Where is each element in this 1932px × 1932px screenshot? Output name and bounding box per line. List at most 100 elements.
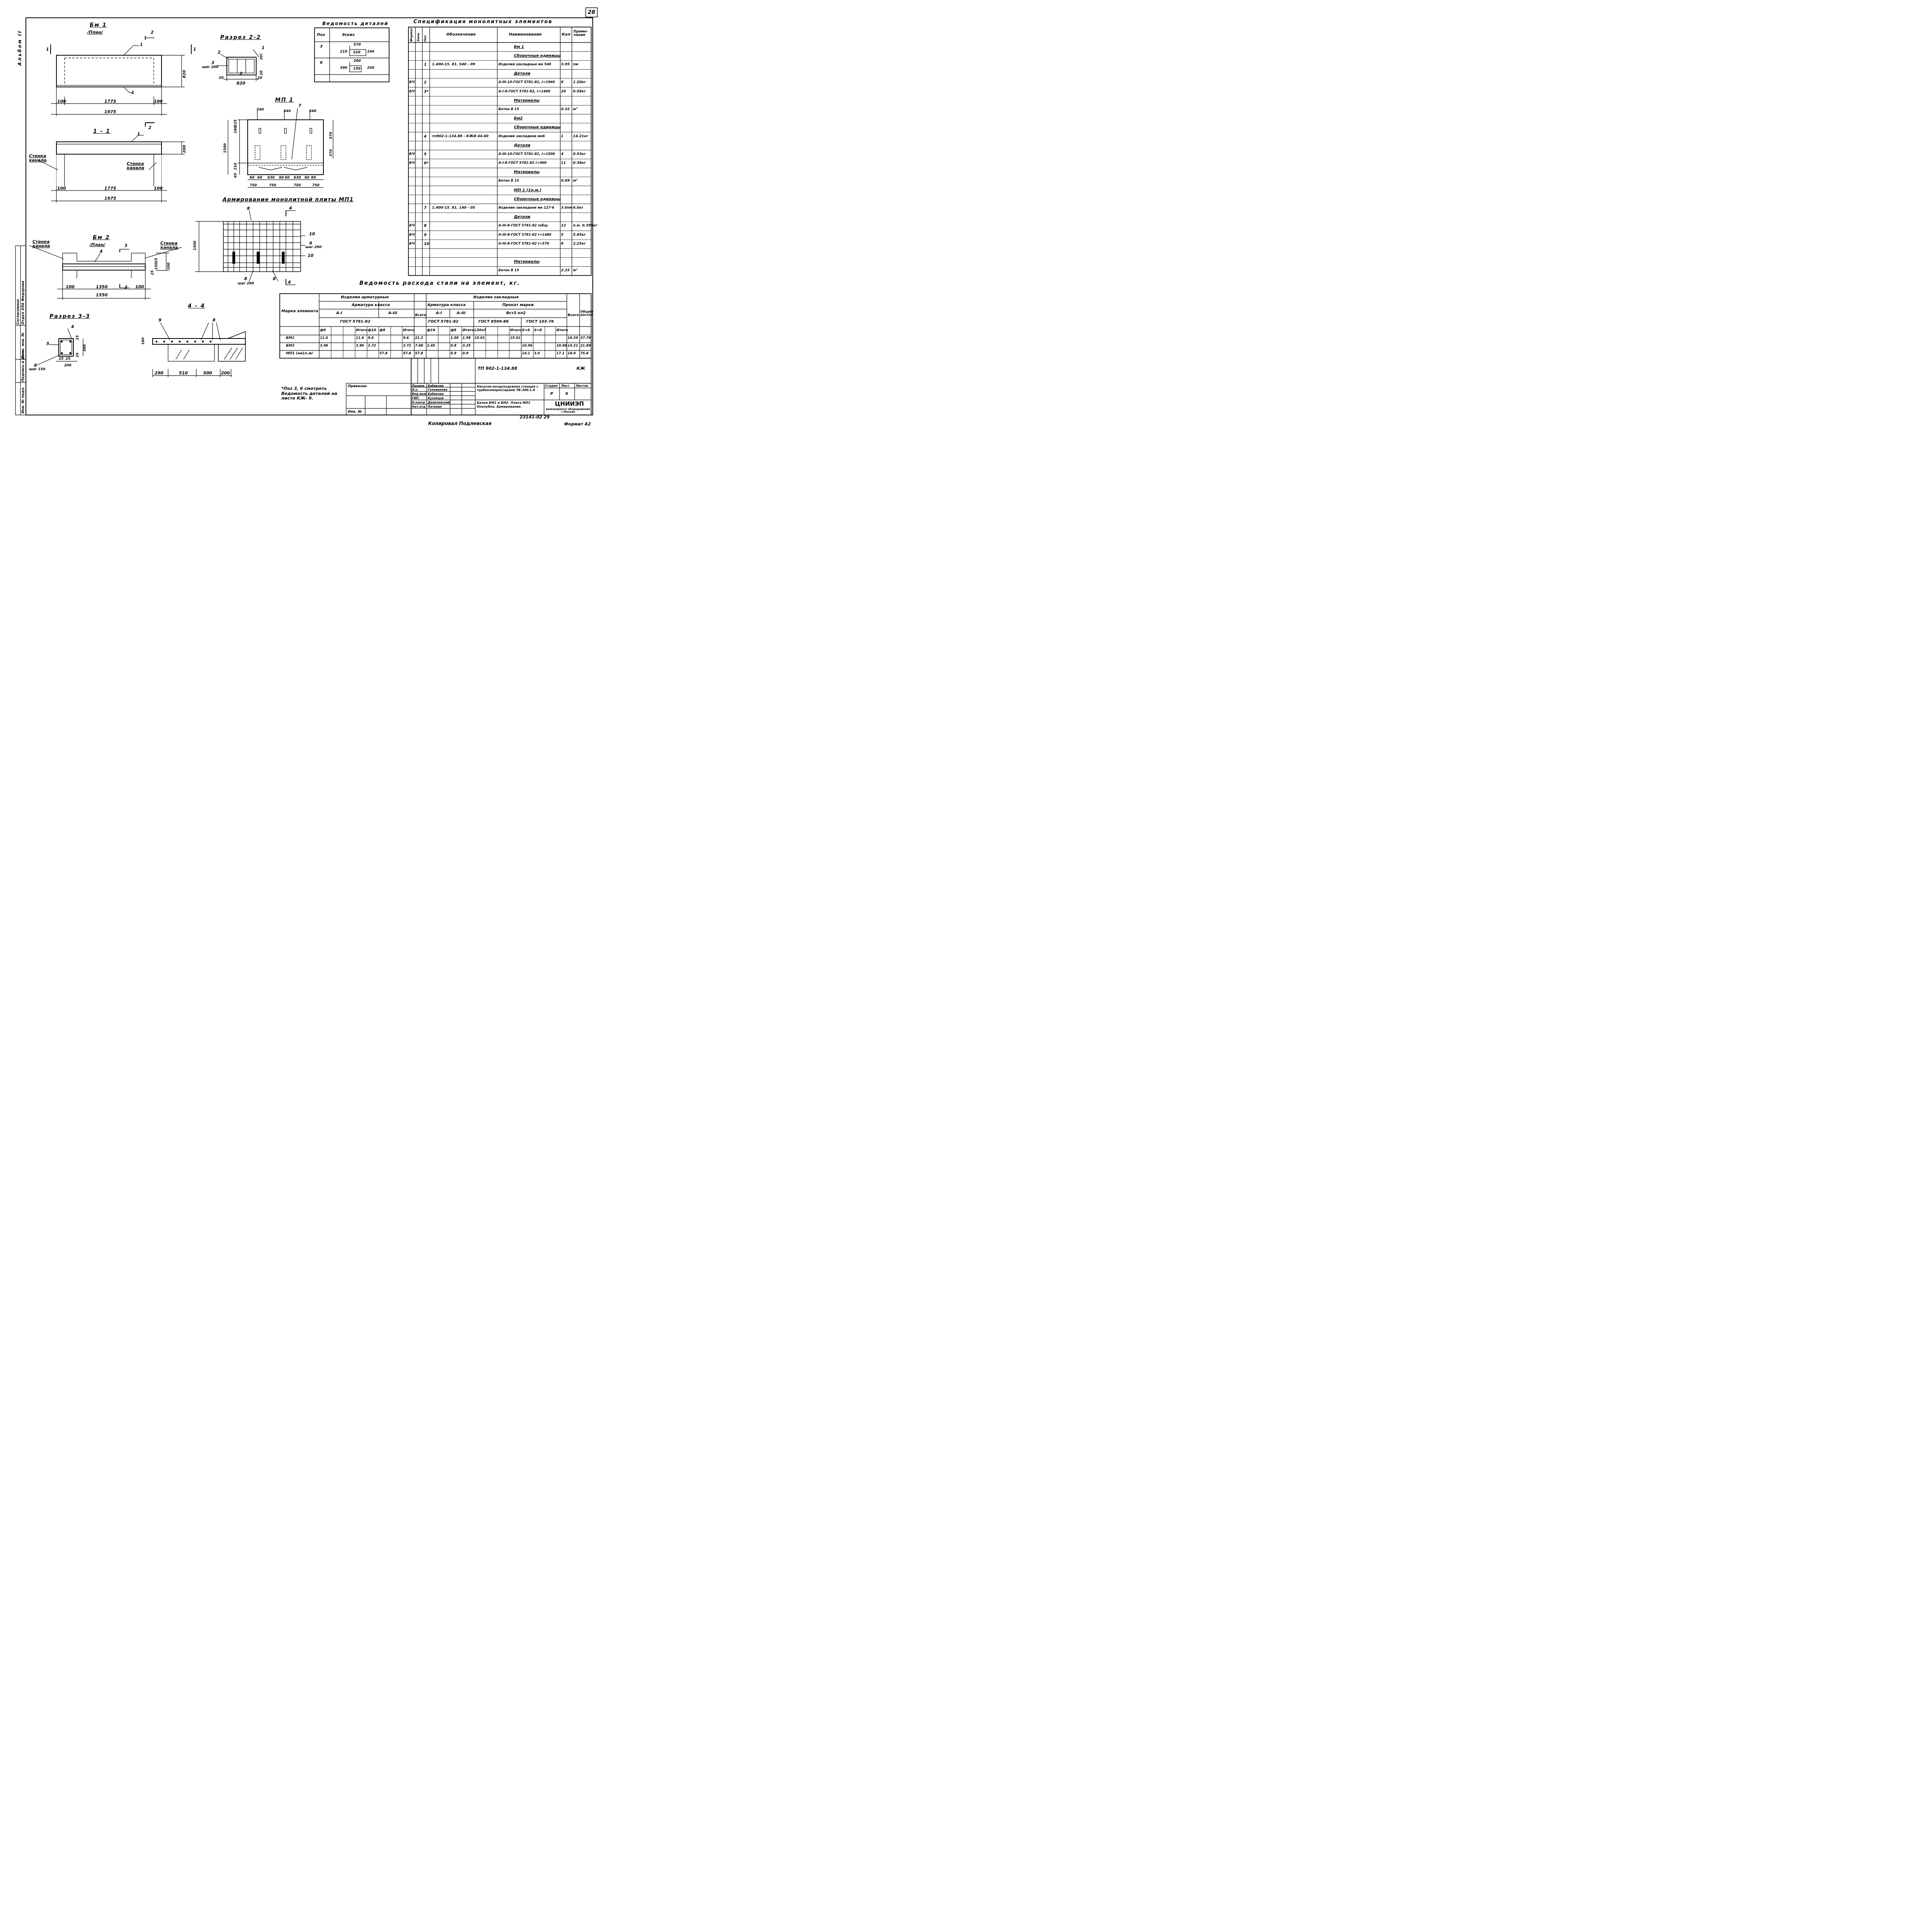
spec-row-name: Сборочные единицы bbox=[514, 125, 561, 130]
steel-row-value: 18.0 bbox=[568, 352, 576, 355]
sec44-d4: 200 bbox=[221, 371, 230, 376]
details-header-pos: Поз bbox=[317, 33, 325, 37]
spec-row-qty: 12 bbox=[561, 224, 566, 228]
spec-row-pos: 7 bbox=[424, 206, 427, 211]
bm2-pos4: 4 bbox=[100, 249, 103, 254]
bm1-dim-right: 100 bbox=[154, 99, 163, 104]
bm2-h3: 25 bbox=[151, 270, 155, 275]
sec22-d2: 20 bbox=[257, 76, 262, 80]
sec22-pos1: 1 bbox=[262, 45, 265, 50]
spec-header-note: Приме-чание bbox=[573, 30, 588, 37]
mp1-b2: 60 bbox=[257, 176, 262, 180]
stamp-role: ГИП bbox=[412, 396, 419, 400]
arm-pos8-bottom: 8 bbox=[244, 276, 247, 281]
spec-row-note: м³ bbox=[573, 269, 578, 273]
steel-row-value: 15.01 bbox=[510, 336, 520, 340]
spec-row-qty: 4 bbox=[561, 152, 564, 156]
spec-row-note: 0.58кг bbox=[573, 89, 586, 94]
spec-row-name: А-III-10-ГОСТ 5781-82, ℓ=1500 bbox=[498, 152, 555, 156]
stamp-name: Кузнецов bbox=[428, 396, 444, 400]
stamp-role: Н.контр bbox=[412, 401, 425, 404]
sec33-w: 200 bbox=[64, 364, 71, 367]
spec-row-note: пм bbox=[573, 62, 578, 66]
sec44-h: 180 bbox=[141, 337, 145, 345]
sec33-h: 300 bbox=[83, 344, 87, 352]
spec-row-qty: 0.32 bbox=[561, 107, 570, 111]
steel-row-mark: МП1 (на1п.м) bbox=[286, 352, 313, 355]
bm2-plan bbox=[29, 245, 182, 300]
spec-row-name: Изделие закладное мн6 bbox=[498, 134, 545, 138]
bm2-dim-total: 1550 bbox=[96, 293, 108, 298]
mp1-b7: 60 bbox=[304, 176, 310, 180]
mp1-b6: 630 bbox=[294, 176, 301, 180]
stamp-object: Насосно-воздуходувная станция с турбоком… bbox=[477, 385, 539, 392]
sec11-pos1: 1 bbox=[137, 131, 140, 136]
steel-row-value: 14.1 bbox=[522, 352, 530, 355]
spec-row-pos: 4 bbox=[424, 134, 427, 139]
spec-row-format: БЧ bbox=[409, 242, 415, 246]
sec44-d1: 290 bbox=[155, 371, 163, 376]
steel-row-value: 9.6 bbox=[403, 336, 409, 340]
section-4-4 bbox=[152, 322, 246, 377]
mp1-side-4: 370 bbox=[329, 149, 333, 156]
mp1-top-dim-1: 540 bbox=[257, 108, 264, 112]
arm-pos8-right: 8 bbox=[273, 276, 276, 281]
bm2-wall-right: Стенка канала bbox=[160, 241, 178, 250]
sec33-pos5: 5 bbox=[46, 341, 49, 346]
arm-step9: шаг 200 bbox=[305, 245, 322, 249]
steel-table-grid bbox=[279, 293, 592, 359]
steel-sub-header: S=8 bbox=[534, 328, 542, 332]
bm2-subtitle: /План/ bbox=[90, 242, 105, 247]
mp1-title: МП 1 bbox=[275, 97, 294, 103]
spec-row-pos: 9 bbox=[424, 233, 427, 237]
bm1-plan bbox=[50, 36, 192, 127]
reinforcement-drawing bbox=[195, 210, 305, 285]
spec-row-name: А-I-8-ГОСТ 5781-82, ℓ=1460 bbox=[498, 89, 550, 94]
bm2-dim-mid: 1350 bbox=[96, 284, 108, 289]
mp1-c3: 750 bbox=[294, 184, 301, 187]
spec-row-code: 1.400-15. 81. 140 - 05 bbox=[432, 206, 475, 210]
sheet-frame bbox=[26, 17, 593, 415]
page-number: 28 bbox=[588, 9, 595, 15]
details-row-dim-d: 250 bbox=[367, 66, 374, 70]
drawing-canvas bbox=[15, 7, 598, 415]
spec-title: Спецификация монолитных элементов bbox=[413, 19, 553, 25]
sec11-dim-right: 100 bbox=[154, 186, 163, 191]
mp1-pos7: 7 bbox=[298, 103, 301, 108]
stamp-binding: Привязан bbox=[348, 384, 367, 388]
stamp-role: Вед.инж bbox=[412, 392, 427, 396]
stamp-name: Данилевский bbox=[428, 401, 450, 404]
sec22-pos2b: 2 bbox=[240, 71, 243, 76]
spec-row-note: 0.36кг bbox=[573, 161, 586, 165]
stamp-org-sub: инженерного оборудования г.Москва bbox=[546, 408, 590, 413]
steel-row-value: 21.2 bbox=[415, 336, 423, 340]
spec-table-grid bbox=[408, 27, 592, 276]
mp1-b3: 630 bbox=[267, 176, 275, 180]
sec44-pos9: 9 bbox=[158, 318, 162, 323]
spec-row-qty: 0.09 bbox=[561, 179, 570, 183]
mp1-side-1: 180 bbox=[234, 126, 238, 133]
details-row-pos: 6 bbox=[320, 61, 323, 65]
mp1-c2: 750 bbox=[269, 184, 276, 187]
album-label: Альбом II bbox=[17, 30, 22, 66]
sec11-dim-height: 200 bbox=[182, 145, 187, 153]
steel-h-emb-a1: А-I bbox=[436, 311, 442, 315]
section-3-3 bbox=[36, 328, 83, 366]
mp1-height: 1500 bbox=[223, 143, 227, 153]
spec-row-note: 14.21кг bbox=[573, 134, 588, 138]
drawing-sheet: 28 Альбом II Согласовано Отдел ЭЛА Федор… bbox=[0, 0, 606, 435]
sec22-d3: 20 bbox=[260, 55, 264, 60]
steel-sub-header: Итого bbox=[403, 328, 415, 332]
title-block-grid bbox=[346, 358, 592, 415]
spec-row-format: БЧ bbox=[409, 152, 415, 156]
details-row-dim-c: 150 bbox=[353, 67, 361, 71]
spec-row-name: Материалы bbox=[514, 170, 540, 175]
steel-row-value: 15.01 bbox=[474, 336, 485, 340]
steel-h-emb: Изделия закладные bbox=[473, 295, 519, 299]
steel-h-gost2: ГОСТ 5781-82 bbox=[428, 320, 459, 324]
left-strip-otdel: Отдел ЭЛА Федорова bbox=[21, 281, 25, 325]
sec22-pos2: 2 bbox=[218, 50, 221, 55]
steel-h-emb-a3: А-III bbox=[457, 311, 466, 315]
steel-sub-header: Итого bbox=[556, 328, 568, 332]
details-row-dim-c: 520 bbox=[353, 51, 361, 54]
